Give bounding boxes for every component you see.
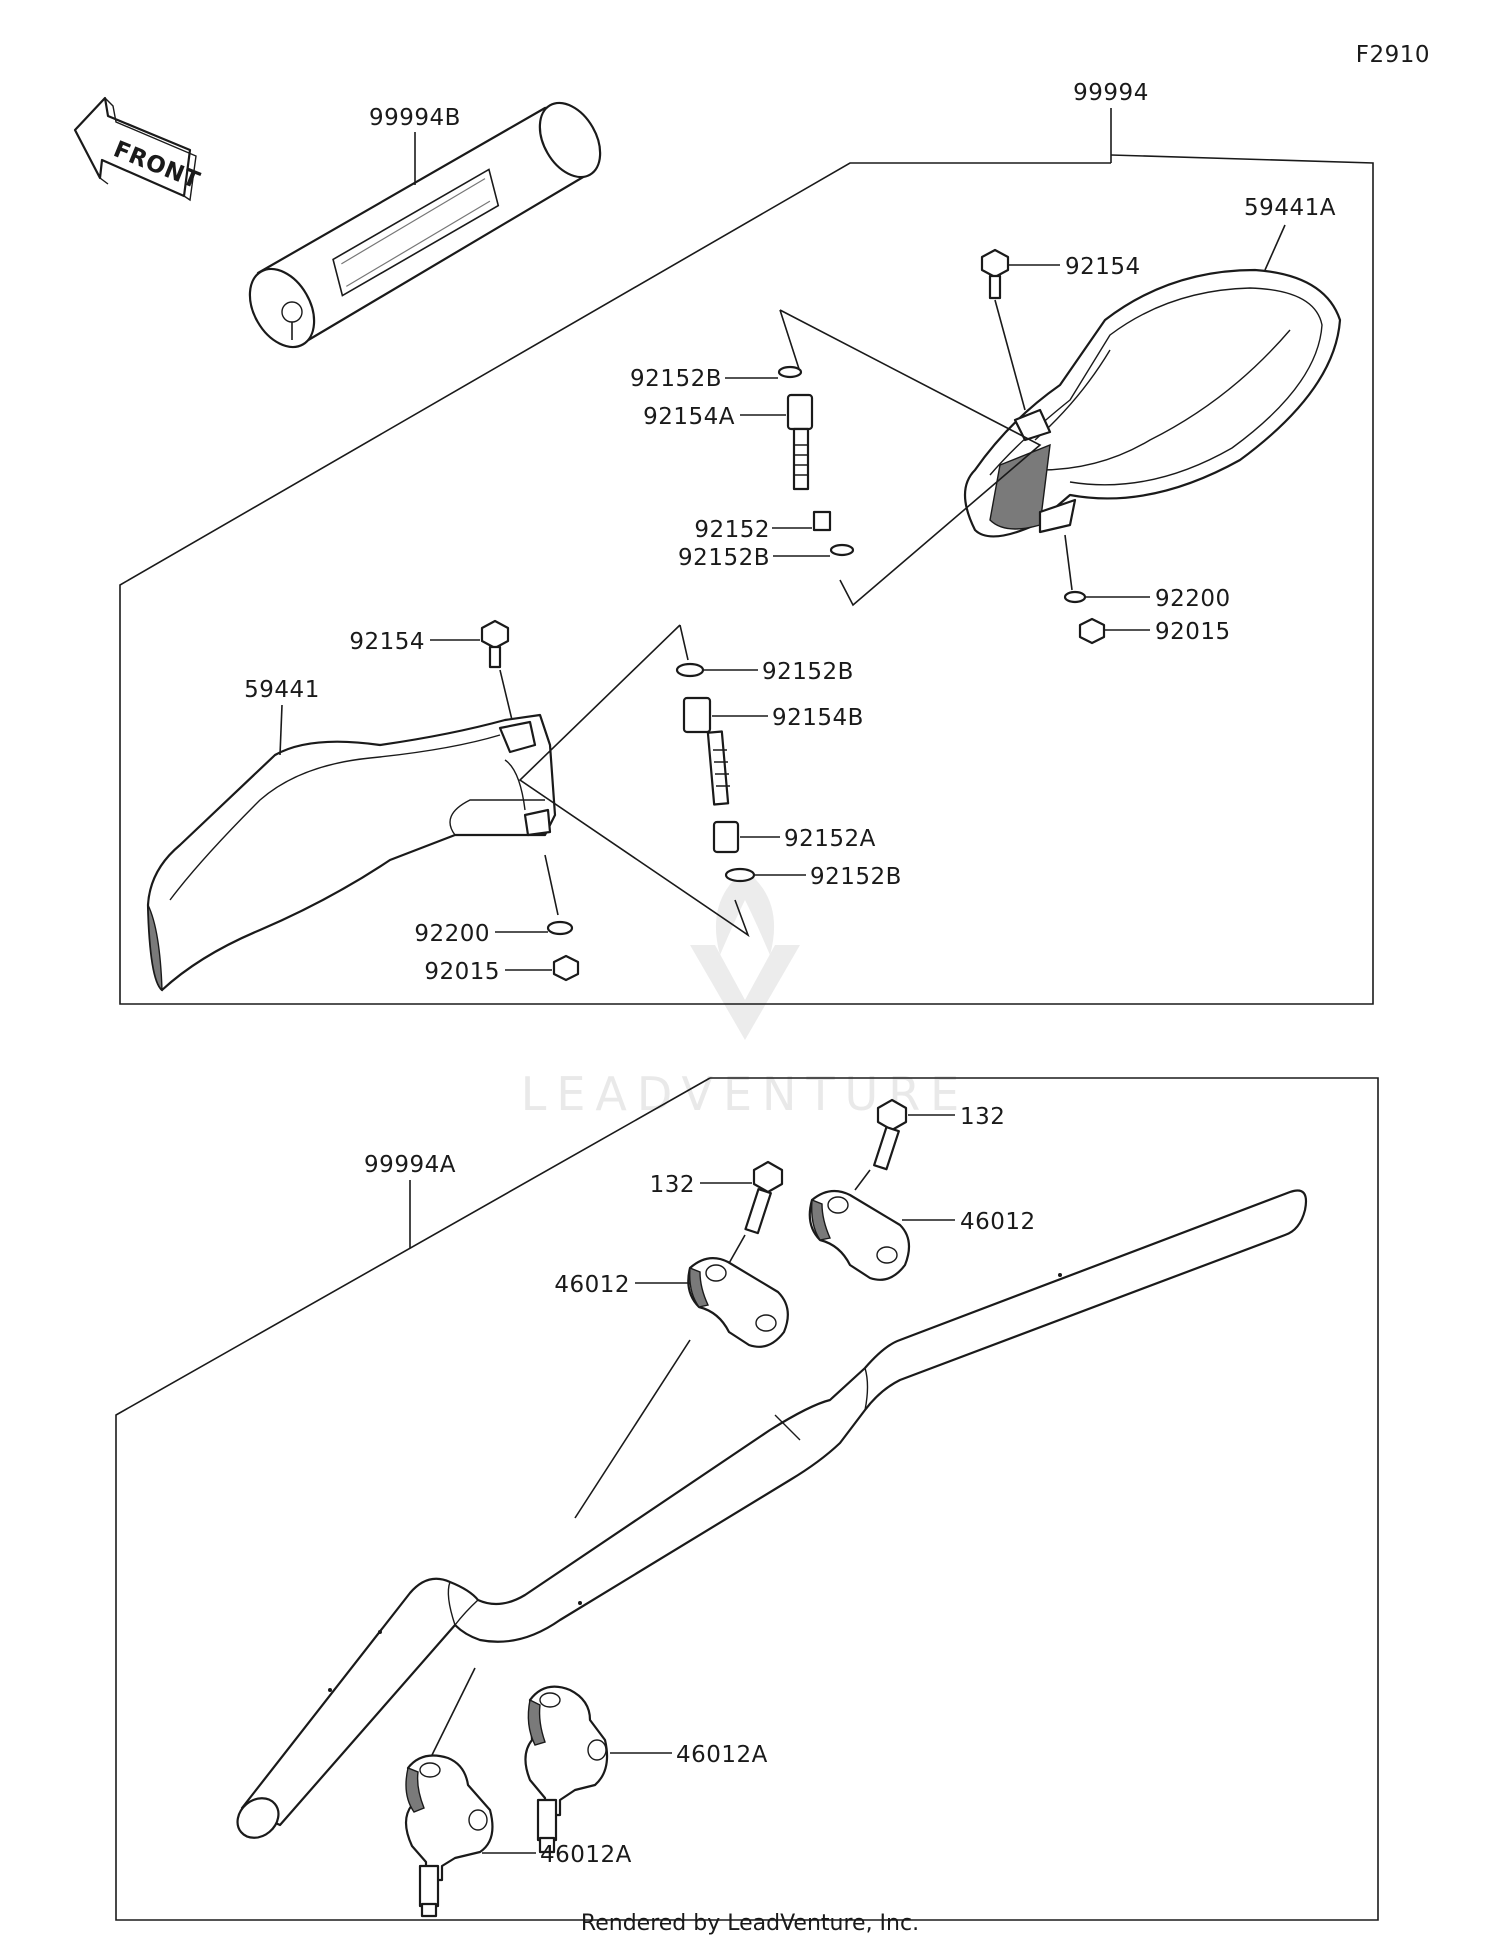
centerline-left-lower [544, 854, 559, 916]
holder-left [404, 1754, 494, 1918]
label-132-left: 132 [650, 1172, 695, 1198]
label-92154-right: 92154 [1065, 254, 1141, 280]
label-46012-right: 46012 [960, 1209, 1036, 1235]
klx-logo [332, 168, 500, 297]
shaft-a [786, 393, 814, 491]
assembly-line-right [779, 309, 1042, 607]
assembly-line-holder [431, 1667, 476, 1756]
label-99994B: 99994B [369, 105, 461, 131]
footer-credit: Rendered by LeadVenture, Inc. [581, 1911, 919, 1936]
label-92200-left: 92200 [414, 921, 490, 947]
label-46012A-left: 46012A [540, 1842, 632, 1868]
assembly-line-right-2 [779, 309, 801, 373]
bolt-right [980, 248, 1010, 300]
assembly-line-left-2 [679, 624, 689, 661]
assembly-line-left [518, 624, 750, 938]
washer-b-3 [675, 662, 705, 678]
clamp-right [808, 1189, 911, 1281]
hand-guard-left [146, 713, 557, 992]
label-132-right: 132 [960, 1104, 1005, 1130]
label-46012A-right: 46012A [676, 1742, 768, 1768]
collar [812, 510, 832, 532]
washer-right [1063, 590, 1087, 604]
leader-59441A [1264, 224, 1286, 271]
bolt-132-right [873, 1098, 908, 1171]
label-92152B-4: 92152B [810, 864, 902, 890]
centerline-132-right [854, 1169, 871, 1191]
bolt-left [480, 619, 510, 669]
handlebar-kit-frame [115, 1077, 1379, 1921]
label-92152B-2: 92152B [678, 545, 770, 571]
handguard-kit-frame [119, 154, 1374, 1005]
label-92200-right: 92200 [1155, 586, 1231, 612]
label-92152: 92152 [694, 517, 770, 543]
nut-right [1078, 617, 1106, 645]
label-92015-left: 92015 [424, 959, 500, 985]
washer-b-2 [829, 543, 855, 557]
label-99994A: 99994A [364, 1152, 456, 1178]
figure-code: F2910 [1356, 42, 1430, 68]
handlebar [236, 1189, 1308, 1839]
leadventure-watermark: LEADVENTURE [521, 870, 959, 1121]
washer-b-4 [724, 867, 756, 883]
leader-59441 [279, 704, 283, 756]
washer-left [546, 920, 574, 936]
label-59441: 59441 [244, 677, 320, 703]
nut-left [552, 954, 580, 982]
centerline-right-lower [1064, 534, 1073, 591]
assembly-line-clamp [574, 1339, 691, 1519]
holder-right [524, 1685, 609, 1854]
front-arrow-icon: FRONT [73, 96, 203, 202]
label-99994: 99994 [1073, 80, 1149, 106]
shaft-b [682, 696, 730, 806]
hand-guard-right [964, 268, 1342, 538]
bolt-132-left [744, 1160, 784, 1235]
label-59441A: 59441A [1244, 195, 1336, 221]
label-92015-right: 92015 [1155, 619, 1231, 645]
label-92154-left: 92154 [349, 629, 425, 655]
clamp-left [687, 1257, 789, 1348]
label-46012-left: 46012 [554, 1272, 630, 1298]
collar-a [712, 820, 740, 854]
label-92152B-1: 92152B [630, 366, 722, 392]
centerline-132-left [727, 1234, 746, 1266]
label-92154A: 92154A [643, 404, 735, 430]
washer-b-1 [777, 365, 803, 379]
label-92152B-3: 92152B [762, 659, 854, 685]
label-92152A: 92152A [784, 826, 876, 852]
label-92154B: 92154B [772, 705, 864, 731]
bar-pad [248, 101, 602, 349]
centerline-92154-right [994, 299, 1026, 411]
